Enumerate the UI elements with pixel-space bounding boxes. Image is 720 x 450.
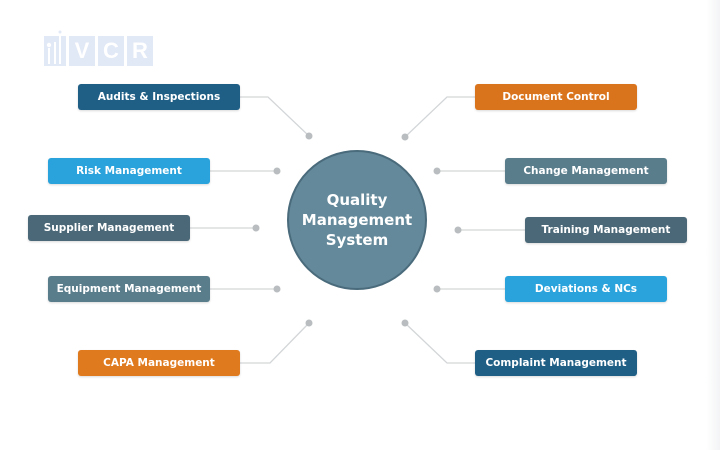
connector-audits — [240, 96, 310, 137]
node-supplier-management[interactable]: Supplier Management — [28, 215, 190, 241]
vcr-logo: V C R — [44, 28, 153, 66]
node-change-management[interactable]: Change Management — [505, 158, 667, 184]
node-label: Training Management — [541, 224, 671, 236]
node-equipment-management[interactable]: Equipment Management — [48, 276, 210, 302]
node-capa-management[interactable]: CAPA Management — [78, 350, 240, 376]
node-label: Change Management — [523, 165, 649, 177]
connector-complaint — [404, 322, 475, 364]
logo-letter-r: R — [127, 36, 153, 66]
dot-risk — [273, 167, 281, 175]
node-deviations-ncs[interactable]: Deviations & NCs — [505, 276, 667, 302]
node-complaint-management[interactable]: Complaint Management — [475, 350, 637, 376]
dot-change — [433, 167, 441, 175]
dot-complaint — [401, 319, 409, 327]
dot-audits — [305, 132, 313, 140]
node-label: Equipment Management — [56, 283, 202, 295]
dot-equipment — [273, 285, 281, 293]
node-training-management[interactable]: Training Management — [525, 217, 687, 243]
right-edge-shade — [706, 0, 720, 450]
node-risk-management[interactable]: Risk Management — [48, 158, 210, 184]
dot-supplier — [252, 224, 260, 232]
hub-label-line-2: Management — [301, 211, 413, 229]
dot-training — [454, 226, 462, 234]
node-label: Audits & Inspections — [97, 91, 221, 103]
hub-label-line-1: Quality — [326, 191, 388, 209]
node-label: CAPA Management — [103, 357, 215, 369]
node-label: Supplier Management — [43, 222, 175, 234]
node-document-control[interactable]: Document Control — [475, 84, 637, 110]
quality-management-system-hub[interactable]: Quality Management System — [287, 150, 427, 290]
node-label: Deviations & NCs — [534, 283, 638, 295]
logo-letter-c: C — [98, 36, 124, 66]
connector-capa — [240, 322, 310, 364]
dot-document — [401, 133, 409, 141]
dot-deviations — [433, 285, 441, 293]
logo-mark-icon — [44, 30, 66, 66]
hub-label-line-3: System — [325, 231, 389, 249]
logo-letter-v: V — [69, 36, 95, 66]
node-audits-inspections[interactable]: Audits & Inspections — [78, 84, 240, 110]
dot-capa — [305, 319, 313, 327]
connector-document — [404, 96, 475, 138]
node-label: Complaint Management — [485, 357, 627, 369]
node-label: Document Control — [502, 91, 610, 103]
node-label: Risk Management — [76, 165, 182, 177]
